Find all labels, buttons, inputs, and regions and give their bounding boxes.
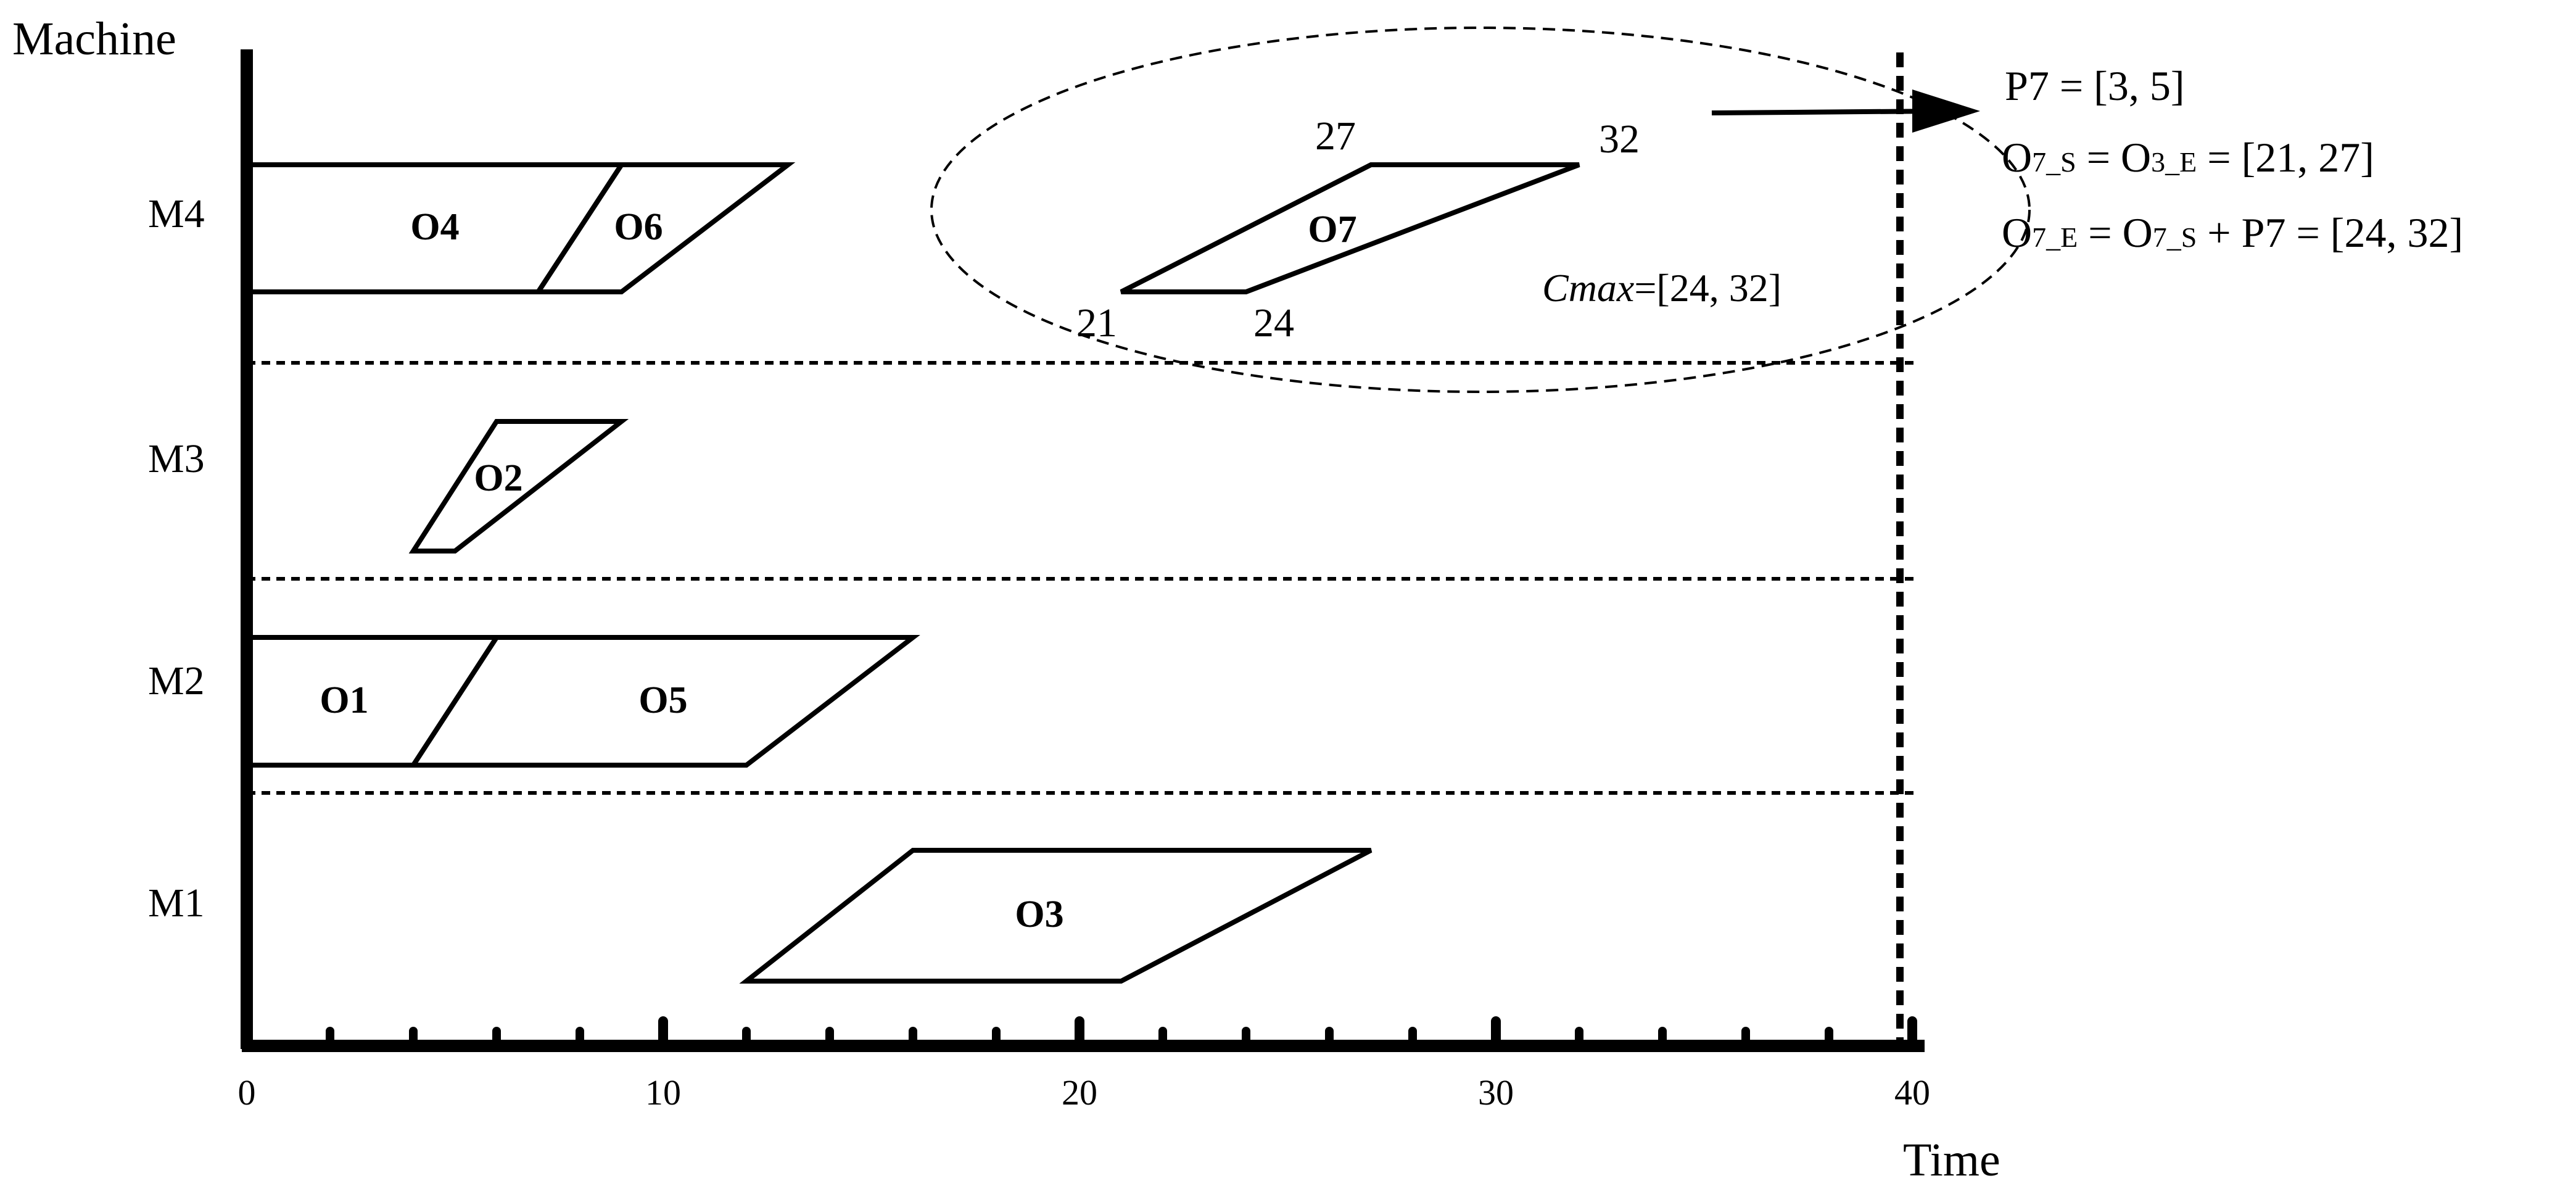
x-tick-label: 30 <box>1478 1072 1514 1113</box>
operation-label-o7: O7 <box>1308 209 1356 251</box>
machine-label-m3: M3 <box>148 436 205 481</box>
operation-o5 <box>408 635 920 768</box>
x-axis-label: Time <box>1903 1134 2000 1186</box>
formula-arrowhead-icon <box>1912 89 1980 133</box>
formula-arrow <box>1711 109 1944 115</box>
cmax-annotation: Cmax=[24, 32] <box>1542 266 1781 310</box>
o7-label-21: 21 <box>1076 301 1117 346</box>
operation-o7 <box>1120 162 1580 294</box>
y-axis-label: Machine <box>12 13 176 65</box>
formula-o7-end: O7_E = O7_S + P7 = [24, 32] <box>2002 209 2463 256</box>
machine-label-m1: M1 <box>148 881 205 926</box>
operation-label-o5: O5 <box>638 679 687 721</box>
operations-layer <box>244 162 1580 984</box>
machine-label-m4: M4 <box>148 191 205 236</box>
formula-p7: P7 = [3, 5] <box>2005 62 2184 109</box>
operation-label-o4: O4 <box>410 206 459 248</box>
x-axis-ticks <box>242 1016 1917 1051</box>
operation-label-o3: O3 <box>1015 893 1063 935</box>
operation-o6 <box>534 162 796 294</box>
operation-label-o2: O2 <box>474 457 522 499</box>
operation-o3 <box>739 848 1373 984</box>
machine-label-m2: M2 <box>148 658 205 703</box>
operation-o1 <box>244 635 502 768</box>
x-tick-label: 0 <box>238 1072 256 1113</box>
operation-o2 <box>408 419 629 553</box>
operation-label-o1: O1 <box>320 679 368 721</box>
operation-label-o6: O6 <box>614 206 663 248</box>
o7-highlight-ellipse <box>930 27 2031 393</box>
o7-label-24: 24 <box>1253 301 1294 346</box>
x-tick-label: 10 <box>645 1072 681 1113</box>
o7-label-27: 27 <box>1315 114 1356 159</box>
formula-o7-start: O7_S = O3_E = [21, 27] <box>2002 134 2374 181</box>
x-axis-tick-labels: 0 10 20 30 40 <box>238 1072 1931 1113</box>
x-tick-label: 40 <box>1894 1072 1930 1113</box>
o7-label-32: 32 <box>1599 117 1640 162</box>
x-tick-label: 20 <box>1062 1072 1097 1113</box>
